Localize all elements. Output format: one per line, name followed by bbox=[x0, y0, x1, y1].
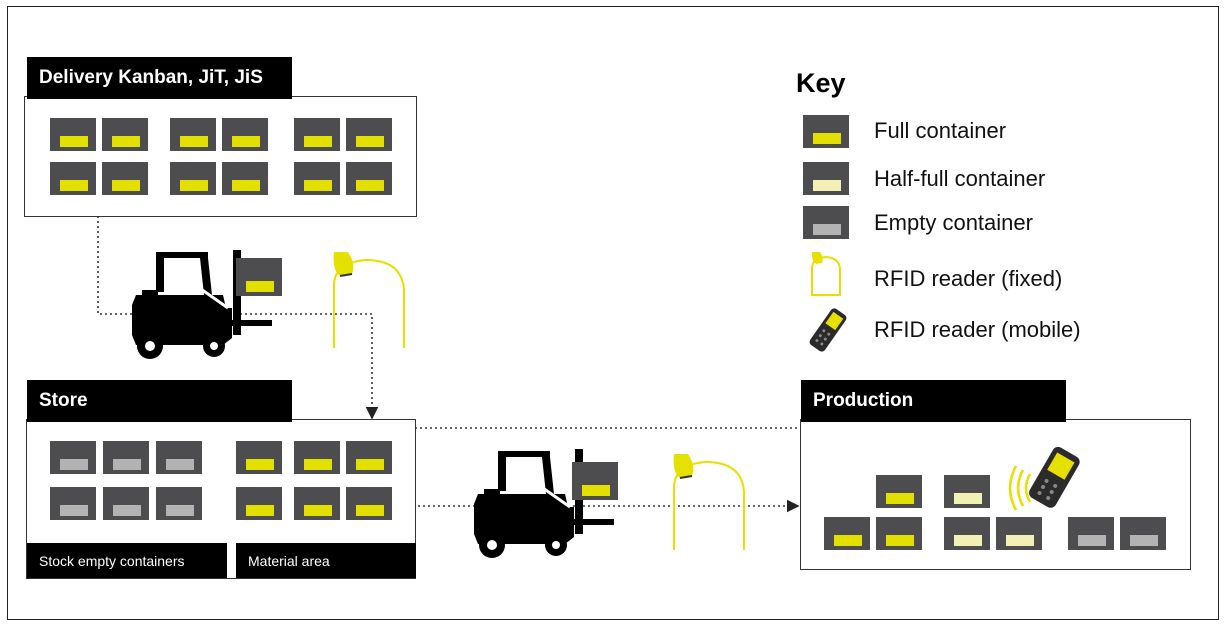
forklift-load-container bbox=[572, 462, 618, 500]
half-container bbox=[944, 475, 990, 508]
full-container bbox=[294, 162, 340, 195]
stock-empty-containers-label: Stock empty containers bbox=[27, 543, 227, 578]
half-container bbox=[944, 517, 990, 550]
delivery-area bbox=[24, 96, 417, 217]
full-container bbox=[222, 118, 268, 151]
key-label-empty: Empty container bbox=[874, 210, 1033, 235]
forklift-load-container bbox=[236, 258, 282, 296]
rfid-mobile-reader-icon bbox=[1008, 446, 1080, 511]
full-container bbox=[236, 487, 282, 520]
full-container bbox=[294, 118, 340, 151]
full-container bbox=[102, 162, 148, 195]
production-title: Production bbox=[801, 380, 1066, 422]
empty-container-icon bbox=[803, 206, 849, 239]
delivery-title: Delivery Kanban, JiT, JiS bbox=[27, 57, 292, 99]
full-container bbox=[346, 162, 392, 195]
full-container bbox=[102, 118, 148, 151]
full-container bbox=[170, 118, 216, 151]
rfid-fixed-reader-icon bbox=[333, 252, 405, 348]
rfid-mobile-reader-icon bbox=[809, 308, 847, 352]
material-area-label: Material area bbox=[236, 543, 416, 578]
full-container bbox=[346, 441, 392, 474]
key-title: Key bbox=[796, 68, 846, 98]
full-container bbox=[876, 475, 922, 508]
empty-container bbox=[1120, 517, 1166, 550]
empty-container bbox=[156, 441, 202, 474]
forklift-icon bbox=[474, 449, 614, 558]
full-container bbox=[346, 118, 392, 151]
rfid-fixed-reader-icon bbox=[811, 252, 841, 296]
diagram-frame bbox=[7, 6, 1219, 620]
half-container bbox=[996, 517, 1042, 550]
full-container bbox=[170, 162, 216, 195]
full-container-icon bbox=[803, 115, 849, 148]
full-container bbox=[294, 487, 340, 520]
store-title: Store bbox=[27, 380, 292, 422]
full-container bbox=[236, 441, 282, 474]
key-label-half-full: Half-full container bbox=[874, 166, 1046, 191]
key-label-rfid-mobile: RFID reader (mobile) bbox=[874, 317, 1081, 342]
empty-container bbox=[50, 487, 96, 520]
full-container bbox=[876, 517, 922, 550]
empty-container bbox=[50, 441, 96, 474]
rfid-fixed-reader-icon bbox=[673, 454, 745, 550]
full-container bbox=[294, 441, 340, 474]
empty-container bbox=[103, 441, 149, 474]
empty-container bbox=[156, 487, 202, 520]
full-container bbox=[222, 162, 268, 195]
key-label-full: Full container bbox=[874, 118, 1007, 143]
empty-container bbox=[103, 487, 149, 520]
full-container bbox=[50, 162, 96, 195]
empty-container bbox=[1068, 517, 1114, 550]
full-container bbox=[50, 118, 96, 151]
key-label-rfid-fixed: RFID reader (fixed) bbox=[874, 266, 1063, 291]
full-container bbox=[824, 517, 870, 550]
half-full-container-icon bbox=[803, 162, 849, 195]
forklift-icon bbox=[132, 250, 272, 359]
full-container bbox=[346, 487, 392, 520]
